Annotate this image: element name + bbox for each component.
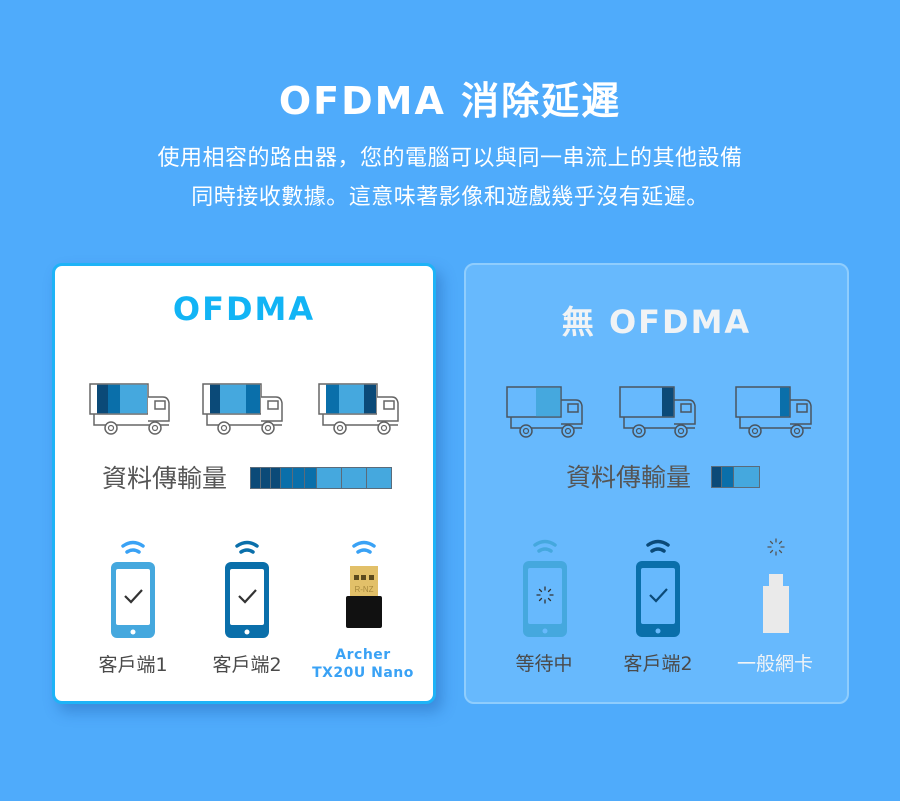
truck-icon xyxy=(318,383,399,435)
bar-segment xyxy=(734,467,759,487)
throughput-bar xyxy=(711,466,760,488)
device-label: 等待中 xyxy=(515,653,573,675)
title-text: OFDMA xyxy=(608,303,752,341)
svg-text:R-NZ: R-NZ xyxy=(354,585,373,594)
wifi-icon xyxy=(235,540,259,548)
bar-segment xyxy=(293,468,305,488)
phone-loading-icon xyxy=(523,539,567,637)
subtitle-line-1: 使用相容的路由器，您的電腦可以與同一串流上的其他設備 xyxy=(157,146,743,171)
bar-segment xyxy=(317,468,342,488)
product-name-line-2: TX20U Nano xyxy=(312,665,414,681)
truck-icon xyxy=(202,383,283,435)
bar-segment xyxy=(367,468,391,488)
generic-usb-adapter-icon xyxy=(763,538,789,633)
truck-icon xyxy=(619,386,696,438)
wifi-icon xyxy=(352,540,376,548)
product-name: Archer TX20U Nano xyxy=(298,646,428,682)
no-ofdma-card: 無 OFDMA 資料傳輸量 xyxy=(464,263,849,704)
device-label: 客戶端2 xyxy=(212,654,282,676)
card-title: 無 OFDMA xyxy=(466,297,847,343)
truck-icon xyxy=(735,386,812,438)
loading-spinner-icon xyxy=(767,538,785,556)
card-title: OFDMA xyxy=(172,290,316,328)
throughput-label: 資料傳輸量 xyxy=(566,463,692,492)
wifi-icon xyxy=(121,540,145,548)
title-prefix: 無 xyxy=(561,303,596,341)
phone-check-icon xyxy=(111,540,155,638)
throughput-bar xyxy=(250,467,392,489)
usb-adapter-icon: R-NZ xyxy=(346,540,382,628)
wifi-icon xyxy=(646,539,670,547)
truck-icon xyxy=(89,383,170,435)
bar-segment xyxy=(261,468,271,488)
headline: OFDMA 消除延遲 xyxy=(278,79,622,123)
device-label: 一般網卡 xyxy=(736,653,813,675)
device-label: 客戶端2 xyxy=(623,653,693,675)
subtitle-line-2: 同時接收數據。這意味著影像和遊戲幾乎沒有延遲。 xyxy=(191,185,709,210)
bar-segment xyxy=(281,468,293,488)
phone-check-icon xyxy=(225,540,269,638)
ofdma-card: OFDMA 資料傳輸量 xyxy=(52,263,436,704)
bar-segment xyxy=(251,468,261,488)
bar-segment xyxy=(271,468,281,488)
product-name-line-1: Archer xyxy=(335,647,391,663)
bar-segment xyxy=(712,467,722,487)
bar-segment xyxy=(342,468,367,488)
loading-spinner-icon xyxy=(536,586,554,604)
bar-segment xyxy=(305,468,317,488)
bar-segment xyxy=(722,467,734,487)
phone-check-icon xyxy=(636,539,680,637)
wifi-icon xyxy=(533,539,557,547)
throughput-label: 資料傳輸量 xyxy=(102,464,228,493)
device-label: 客戶端1 xyxy=(98,654,168,676)
truck-icon xyxy=(506,386,583,438)
